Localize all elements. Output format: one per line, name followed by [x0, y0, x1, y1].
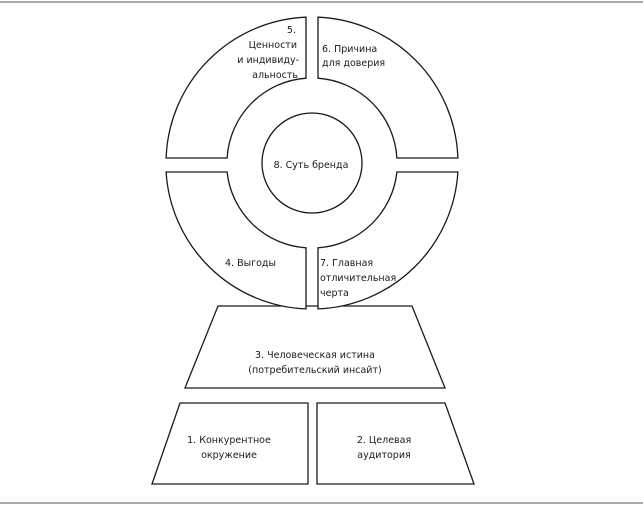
audience-label-line1: 2. Целевая [357, 435, 411, 446]
trust-label-line2: для доверия [322, 58, 385, 69]
core-label: 8. Суть бренда [274, 160, 349, 171]
insight-label-line2: (потребительский инсайт) [248, 365, 381, 376]
values-label-line2: и индивиду- [237, 55, 299, 66]
segment-benefits [165, 171, 307, 310]
insight-trapezoid [184, 305, 446, 389]
feature-label-line3: черта [320, 288, 349, 299]
values-label-line3: альность [252, 70, 298, 81]
benefits-label: 4. Выгоды [225, 258, 276, 269]
segment-values [165, 16, 307, 159]
values-label-line1: Ценности [249, 40, 297, 51]
trust-label-line1: 6. Причина [322, 44, 377, 55]
competitive-label-line1: 1. Конкурентное [187, 435, 271, 446]
insight-label-line1: 3. Человеческая истина [255, 350, 375, 361]
competitive-trapezoid [151, 402, 309, 485]
audience-label-line2: аудитория [357, 450, 410, 461]
core-circle [261, 112, 363, 214]
audience-trapezoid [316, 402, 475, 485]
segment-trust [317, 16, 459, 159]
segment-feature [317, 171, 459, 310]
values-label-number: 5. [287, 25, 296, 36]
feature-label-line2: отличительная [320, 273, 396, 284]
competitive-label-line2: окружение [201, 450, 257, 461]
feature-label-line1: 7. Главная [320, 258, 373, 269]
